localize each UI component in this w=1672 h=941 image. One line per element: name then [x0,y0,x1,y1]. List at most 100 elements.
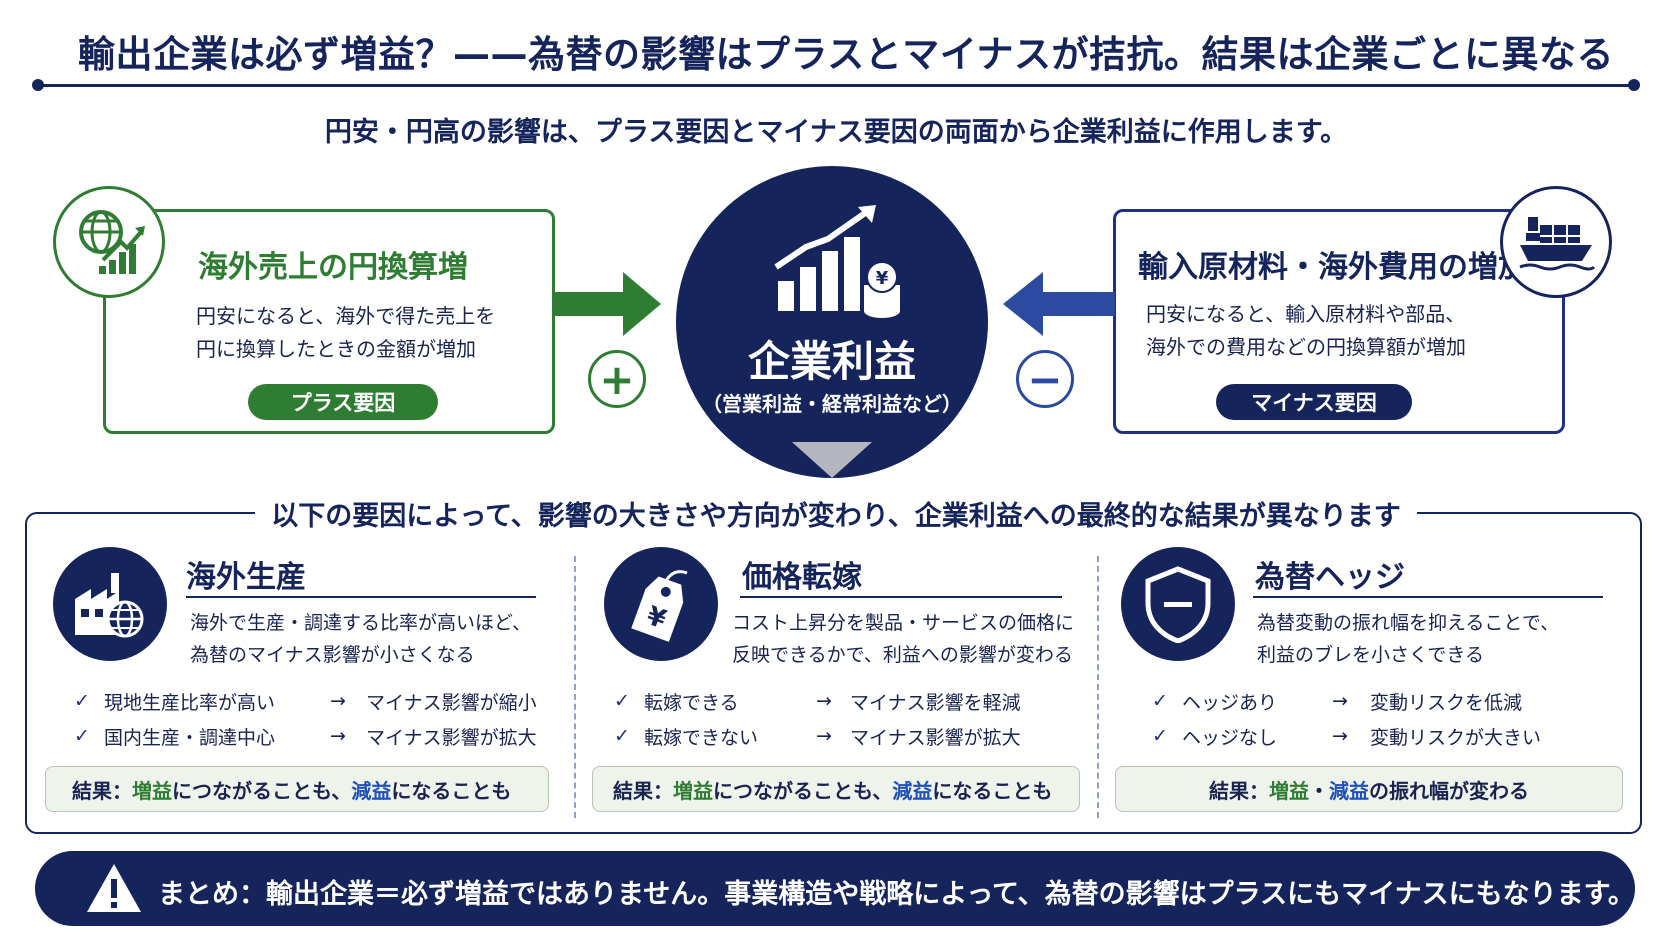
result-prefix: 結果： [1209,778,1269,803]
check-result: マイナス影響が拡大 [850,726,1021,749]
factors-heading-text: 以下の要因によって、影響の大きさや方向が変わり、企業利益への最終的な結果が異なり… [255,501,1417,532]
factor-description-line1: コスト上昇分を製品・サービスの価格に [732,612,1075,634]
check-row: ✓ ヘッジあり → 変動リスクを低減 [1152,686,1522,716]
factor-description-line1: 為替変動の振れ幅を抑えることで、 [1257,612,1560,634]
factor-description: 為替変動の振れ幅を抑えることで、 利益のブレを小さくできる [1257,607,1559,671]
result-gain: 増益 [673,778,713,803]
plus-factor-line2: 円に換算したときの金額が増加 [196,337,476,361]
result-loss: 減益 [892,778,933,803]
minus-factor-pill: マイナス要因 [1216,384,1412,420]
factor-description-line2: 為替のマイナス影響が小さくなる [190,644,475,666]
factor-description: 海外で生産・調達する比率が高いほど、 為替のマイナス影響が小さくなる [190,607,531,671]
plus-factor-line1: 円安になると、海外で得た売上を [196,304,496,328]
check-result: マイナス影響を軽減 [850,691,1021,714]
plus-factor-description: 円安になると、海外で得た売上を 円に換算したときの金額が増加 [196,300,495,366]
result-gain: 増益 [132,778,172,803]
factors-heading: 以下の要因によって、影響の大きさや方向が変わり、企業利益への最終的な結果が異なり… [0,494,1672,533]
check-condition: 転嫁できる [644,691,739,714]
arrow-right-icon: → [816,690,832,712]
factor-description-line2: 利益のブレを小さくできる [1257,644,1485,666]
factor-description-line2: 反映できるかで、利益への影響が変わる [732,644,1073,666]
result-loss: 減益 [1329,778,1369,803]
check-icon: ✓ [1152,690,1168,712]
page-subtitle: 円安・円高の影響は、プラス要因とマイナス要因の両面から企業利益に作用します。 [324,117,1348,148]
plus-factor-title: 海外売上の円換算増 [198,250,468,285]
corporate-profit-circle [676,166,988,478]
check-condition: ヘッジあり [1182,691,1278,714]
down-triangle-pointer [792,442,872,478]
rule-dot-right [1628,79,1640,91]
minus-factor-line2: 海外での費用などの円換算額が増加 [1146,335,1466,359]
minus-factor-description: 円安になると、輸入原材料や部品、 海外での費用などの円換算額が増加 [1146,298,1466,364]
check-icon: ✓ [614,690,630,712]
arrow-right-icon: → [1332,690,1348,712]
result-mid: につながることも、 [172,778,352,803]
check-icon: ✓ [1152,725,1168,747]
check-result: 変動リスクが大きい [1370,726,1542,749]
result-prefix: 結果： [613,778,673,803]
summary-text: まとめ：輸出企業＝必ず増益ではありません。事業構造や戦略によって、為替の影響はプ… [158,879,1635,910]
check-result: 変動リスクを低減 [1370,691,1523,714]
factor-title: 為替ヘッジ [1255,560,1405,595]
warning-icon [87,864,141,912]
summary-banner [35,851,1635,926]
plus-factor-box: 海外売上の円換算増 円安になると、海外で得た売上を 円に換算したときの金額が増加… [103,209,555,434]
column-divider [574,556,576,818]
check-condition: 転嫁できない [644,726,759,749]
arrow-right-icon: → [1332,725,1348,747]
arrow-right-icon: → [816,725,832,747]
result-box: 結果：増益・減益の振れ幅が変わる [1115,766,1623,812]
result-suffix: になることも [391,778,512,803]
check-condition: 国内生産・調達中心 [104,726,276,749]
plus-arrow [555,272,661,336]
check-result: マイナス影響が拡大 [366,726,537,749]
minus-sign: − [1016,350,1074,408]
check-icon: ✓ [74,690,90,712]
rule-dot-left [32,79,44,91]
result-box: 結果：増益につながることも、減益になることも [592,766,1080,812]
result-suffix: になることも [932,778,1053,803]
check-row: ✓ 転嫁できない → マイナス影響が拡大 [614,721,1021,751]
result-suffix: の振れ幅が変わる [1369,778,1529,803]
result-box: 結果：増益につながることも、減益になることも [45,766,549,812]
check-condition: 現地生産比率が高い [104,691,276,714]
check-row: ✓ 転嫁できる → マイナス影響を軽減 [614,686,1021,716]
arrow-right-icon: → [330,690,346,712]
rising-bar-chart-yen-coins-icon: ¥ [774,205,900,318]
check-icon: ✓ [614,725,630,747]
arrow-right-icon: → [330,725,346,747]
factor-title: 価格転嫁 [742,560,862,595]
check-condition: ヘッジなし [1182,726,1278,749]
check-result: マイナス影響が縮小 [366,691,537,714]
check-row: ✓ 国内生産・調達中心 → マイナス影響が拡大 [74,721,537,751]
globe-growth-chart-icon [53,186,165,298]
plus-sign: + [588,350,646,408]
factor-title-rule [186,596,536,598]
factor-title-rule [740,596,1062,598]
shield-icon [1121,547,1235,661]
factor-title-rule [1253,596,1603,598]
corporate-profit-title: 企業利益 [747,337,916,386]
check-row: ✓ ヘッジなし → 変動リスクが大きい [1152,721,1541,751]
column-divider [1097,556,1099,818]
check-icon: ✓ [74,725,90,747]
minus-arrow [1003,272,1115,336]
check-row: ✓ 現地生産比率が高い → マイナス影響が縮小 [74,686,537,716]
result-mid: につながることも、 [713,778,893,803]
factor-description: コスト上昇分を製品・サービスの価格に 反映できるかで、利益への影響が変わる [732,607,1074,671]
factory-globe-icon [53,547,167,661]
corporate-profit-subtitle: （営業利益・経常利益など） [702,392,962,416]
yen-price-tag-icon: ¥ [604,547,718,661]
minus-factor-box: 輸入原材料・海外費用の増加 円安になると、輸入原材料や部品、 海外での費用などの… [1113,209,1565,434]
svg-text:¥: ¥ [876,268,889,289]
factor-title: 海外生産 [186,560,306,595]
plus-factor-pill: プラス要因 [248,384,438,420]
result-loss: 減益 [351,778,392,803]
minus-factor-title: 輸入原材料・海外費用の増加 [1138,250,1528,285]
minus-factor-line1: 円安になると、輸入原材料や部品、 [1146,302,1466,326]
result-prefix: 結果： [72,778,132,803]
factor-description-line1: 海外で生産・調達する比率が高いほど、 [190,612,532,634]
cargo-ship-icon [1500,186,1612,298]
title-underline [38,84,1634,87]
page-title: 輸出企業は必ず増益？——為替の影響はプラスとマイナスが拮抗。結果は企業ごとに異な… [78,33,1615,76]
